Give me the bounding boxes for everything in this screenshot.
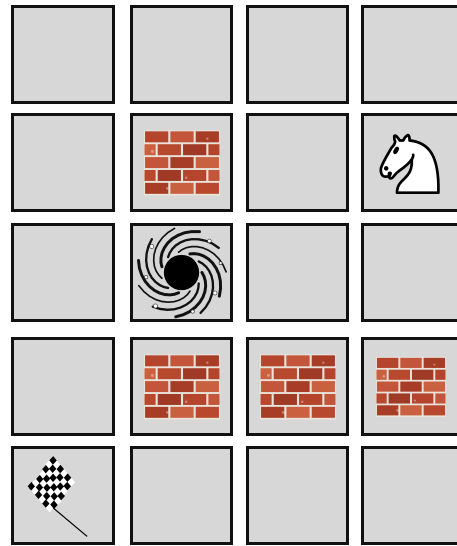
knight-icon [370, 121, 451, 205]
board-cell-empty[interactable] [361, 446, 457, 545]
brick-wall-icon [144, 128, 220, 198]
brick-wall-icon [144, 352, 220, 422]
board-cell-empty[interactable] [11, 337, 115, 436]
checkered-flag-icon [14, 449, 112, 542]
board-cell-empty[interactable] [11, 113, 115, 212]
board-cell-wall[interactable] [246, 337, 349, 436]
board-cell-empty[interactable] [361, 223, 457, 322]
board-cell-empty[interactable] [11, 223, 115, 322]
board-cell-empty[interactable] [246, 223, 349, 322]
board-cell-wall[interactable] [130, 337, 233, 436]
board-cell-empty[interactable] [246, 5, 349, 104]
board-cell-empty[interactable] [130, 446, 233, 545]
brick-wall-icon [260, 352, 336, 422]
board-cell-empty[interactable] [11, 5, 115, 104]
board-cell-knight[interactable] [361, 113, 457, 212]
board-cell-empty[interactable] [130, 5, 233, 104]
board-cell-wall[interactable] [130, 113, 233, 212]
board-cell-wall[interactable] [361, 337, 457, 436]
black-hole-icon [133, 226, 230, 319]
board-cell-empty[interactable] [246, 446, 349, 545]
brick-wall-icon [376, 352, 446, 422]
board-cell-empty[interactable] [361, 5, 457, 104]
board-cell-black-hole[interactable] [130, 223, 233, 322]
board-cell-goal-flag[interactable] [11, 446, 115, 545]
board-cell-empty[interactable] [246, 113, 349, 212]
